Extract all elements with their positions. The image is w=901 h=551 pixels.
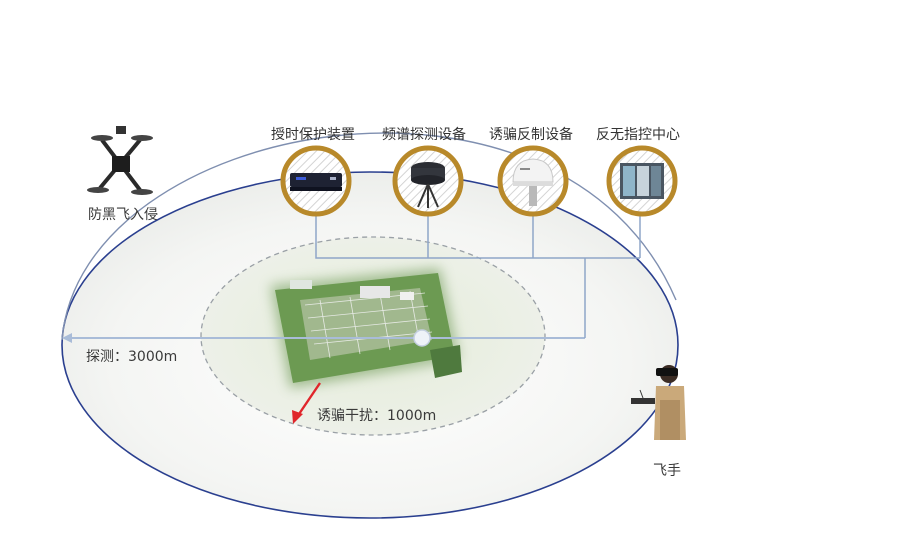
- spoof-red-arrow: [292, 382, 321, 424]
- control-cabinet-icon: [620, 163, 664, 199]
- upper-dome-arc: [61, 132, 677, 341]
- device-3-spoofing: [497, 145, 569, 217]
- device-2-spectrum: [392, 145, 464, 217]
- device-label-spectrum: 频谱探测设备: [382, 127, 466, 143]
- radar-tripod-icon: [411, 162, 445, 208]
- pilot-label: 飞手: [653, 463, 681, 479]
- device-1-timing: [280, 145, 352, 217]
- device-label-timing: 授时保护装置: [271, 127, 355, 143]
- substation-photo: [270, 268, 462, 388]
- threat-label: 防黑飞入侵: [88, 207, 158, 223]
- pilot-person-icon: [631, 365, 686, 440]
- device-label-command: 反无指控中心: [596, 127, 680, 143]
- detection-range-label: 探测：3000m: [86, 349, 178, 365]
- drone-icon: [87, 126, 153, 195]
- device-connectors: [315, 214, 641, 338]
- spoof-range-label: 诱骗干扰：1000m: [317, 408, 437, 424]
- device-label-spoofing: 诱骗反制设备: [489, 127, 573, 143]
- detection-arrow-head: [62, 333, 72, 343]
- antenna-dome-icon: [512, 158, 554, 206]
- device-4-command: [606, 145, 678, 217]
- center-node: [413, 329, 431, 347]
- timing-box-icon: [290, 173, 342, 191]
